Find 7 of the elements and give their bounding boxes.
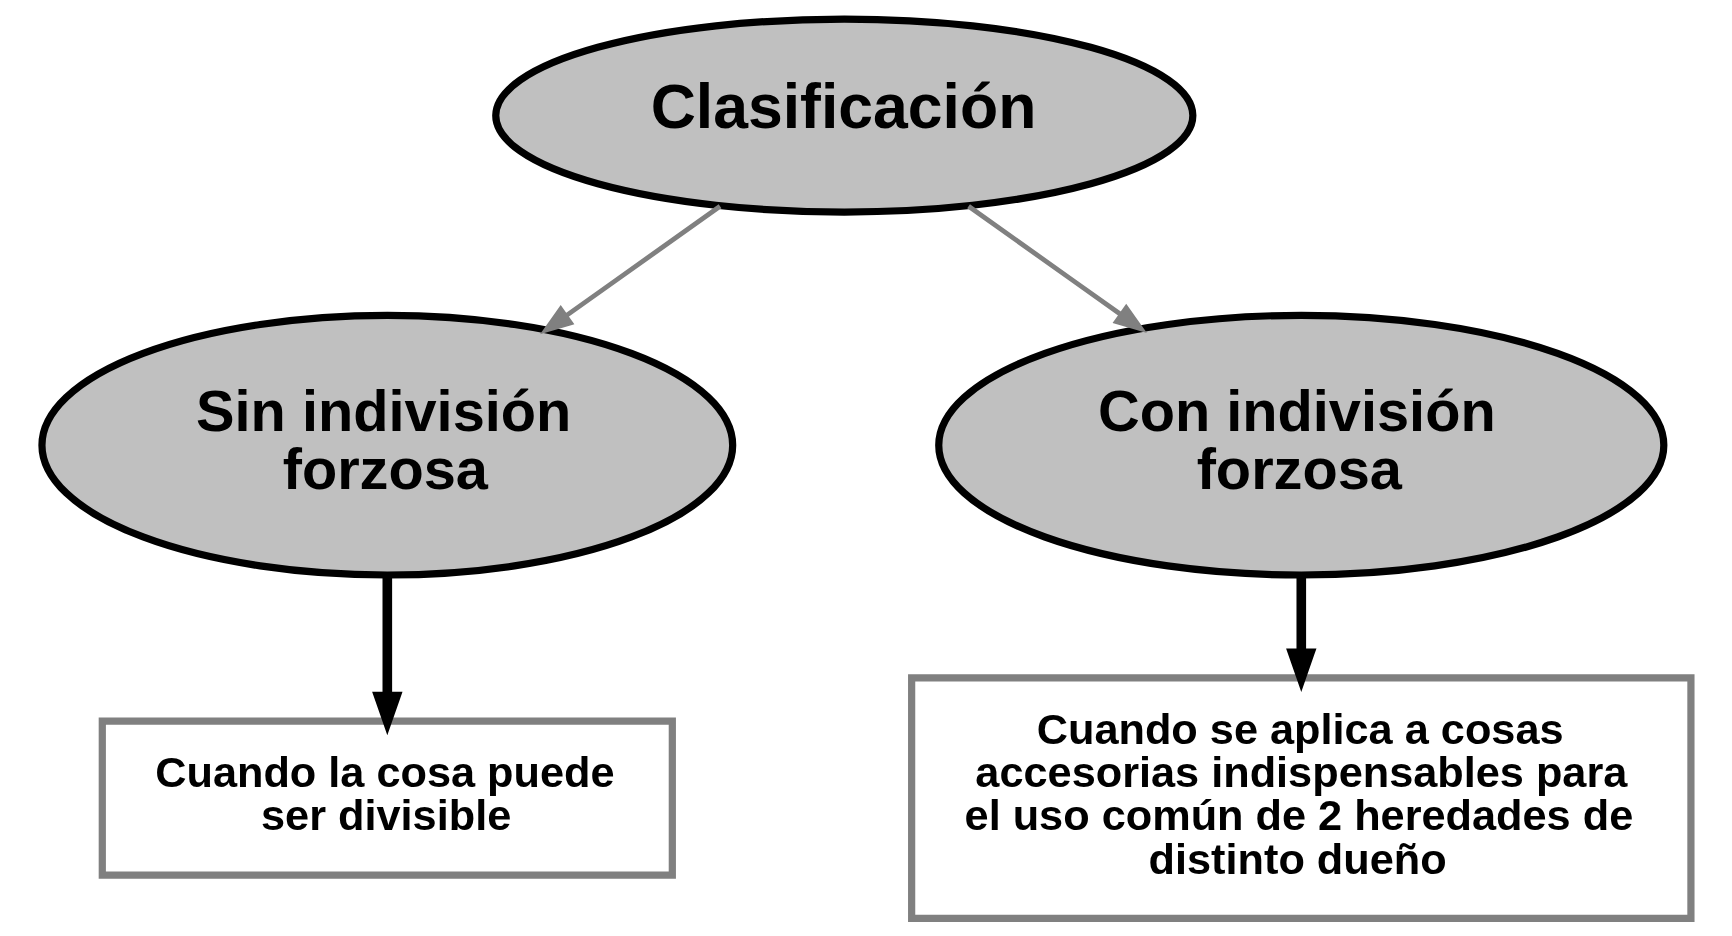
arrow — [966, 203, 1147, 333]
node-ellipse: Clasificación — [491, 14, 1196, 216]
arrow — [539, 203, 721, 334]
node-ellipse: Con indivisión forzosa — [934, 311, 1667, 579]
node-box: Cuando la cosa puede ser divisible — [98, 717, 676, 879]
node-ellipse: Sin indivisión forzosa — [37, 311, 736, 579]
node-box: Cuando se aplica a cosas accesorias indispensables para el uso común de 2 heredades de distinto dueño — [907, 673, 1695, 922]
